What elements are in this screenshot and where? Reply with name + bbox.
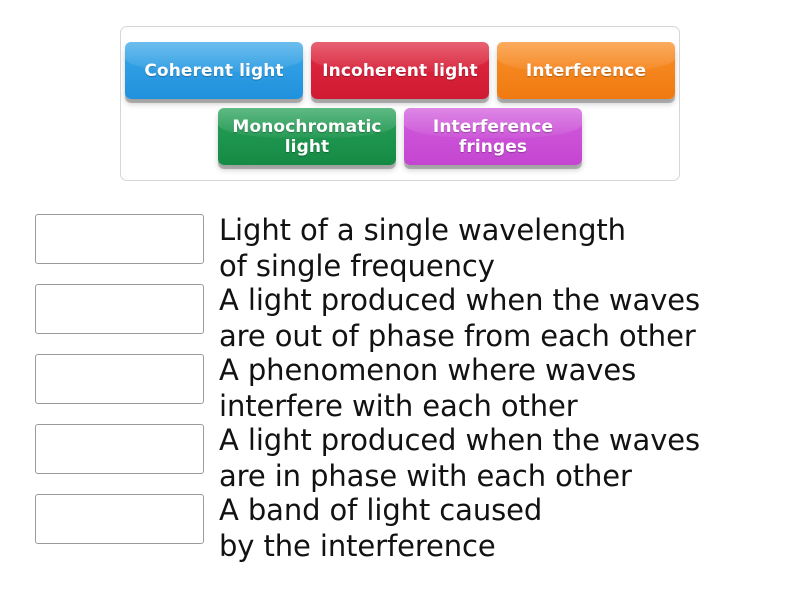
draggable-tile-interference-fringes[interactable]: Interference fringes [404,108,582,165]
answer-tile-tray: Coherent light Incoherent light Interfer… [120,26,680,181]
matching-rows-list: Light of a single wavelength of single f… [35,212,780,563]
match-row: A band of light caused by the interferen… [35,492,780,563]
answer-drop-zone-1[interactable] [35,214,204,264]
match-row: A light produced when the waves are in p… [35,422,780,493]
definition-text-2: A light produced when the waves are out … [219,283,701,353]
definition-text-3: A phenomenon where waves interfere with … [219,353,637,423]
answer-drop-zone-3[interactable] [35,354,204,404]
tile-label: Interference [525,60,647,81]
match-row: Light of a single wavelength of single f… [35,212,780,283]
draggable-tile-coherent-light[interactable]: Coherent light [125,42,303,99]
draggable-tile-monochromatic-light[interactable]: Monochromatic light [218,108,396,165]
draggable-tile-interference[interactable]: Interference [497,42,675,99]
match-row: A light produced when the waves are out … [35,282,780,353]
definition-text-1: Light of a single wavelength of single f… [219,213,626,283]
tile-label: Interference fringes [432,116,554,157]
tile-row-bottom: Monochromatic light Interference fringes [214,108,586,165]
tile-label: Monochromatic light [232,116,382,157]
tile-row-top: Coherent light Incoherent light Interfer… [121,42,679,99]
answer-drop-zone-5[interactable] [35,494,204,544]
answer-drop-zone-2[interactable] [35,284,204,334]
definition-text-5: A band of light caused by the interferen… [219,493,543,563]
tile-label: Incoherent light [322,60,478,81]
tile-label: Coherent light [144,60,284,81]
definition-text-4: A light produced when the waves are in p… [219,423,701,493]
draggable-tile-incoherent-light[interactable]: Incoherent light [311,42,489,99]
match-row: A phenomenon where waves interfere with … [35,352,780,423]
answer-drop-zone-4[interactable] [35,424,204,474]
